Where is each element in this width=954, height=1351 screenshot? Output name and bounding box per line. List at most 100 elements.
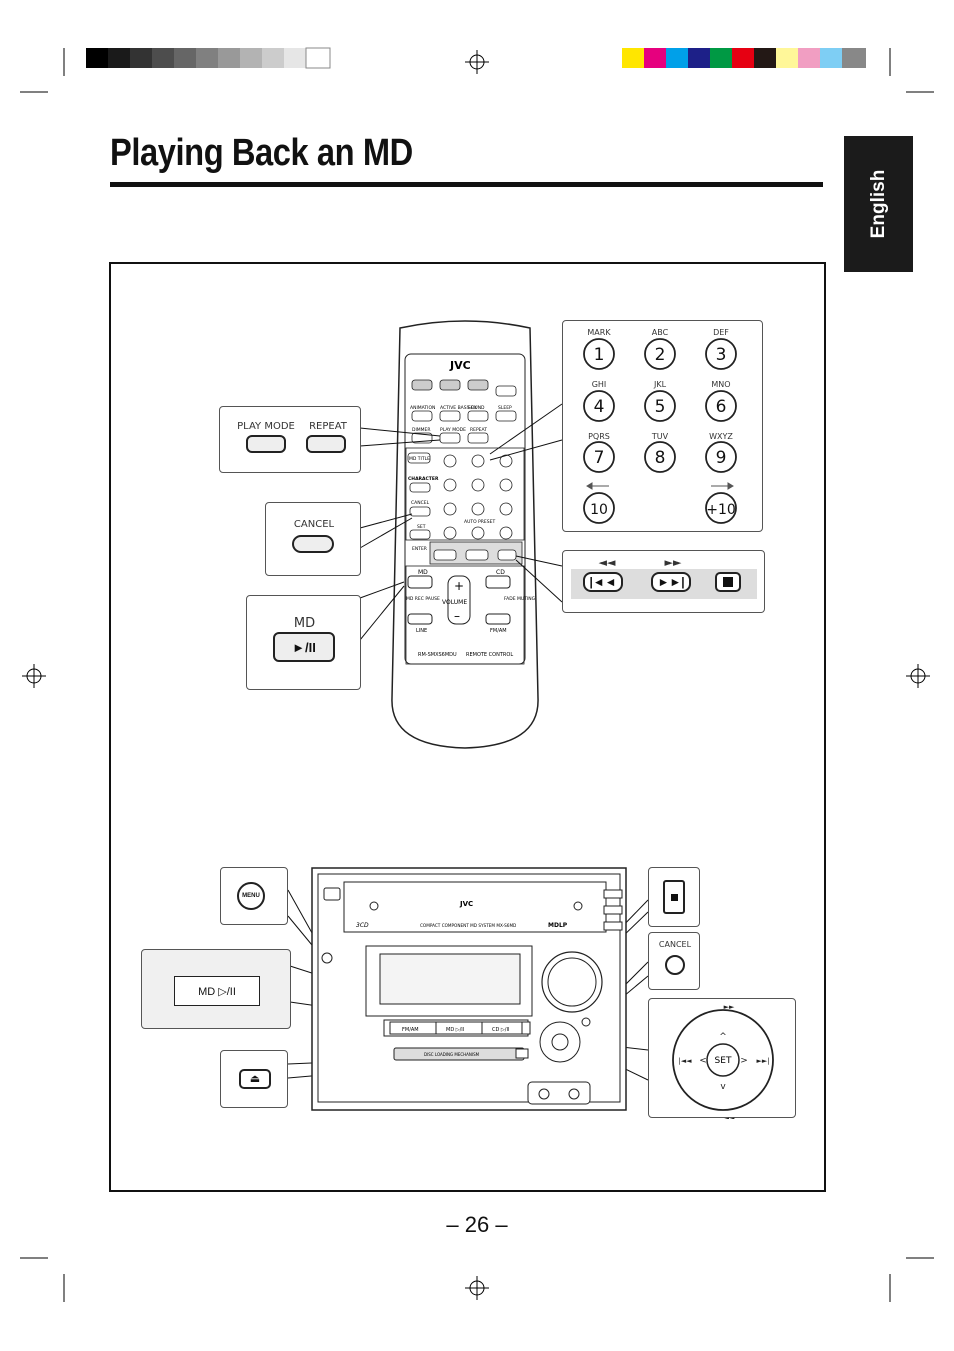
stop-button[interactable] <box>715 572 741 592</box>
skip-forward-button[interactable]: ►►| <box>651 572 691 592</box>
unit-set-button[interactable] <box>551 1033 569 1051</box>
numpad-key-2[interactable] <box>644 338 676 370</box>
remote-animation-button[interactable] <box>411 410 433 422</box>
numpad-callout: MARK ABC DEF GHI JKL MNO PQRS TUV WXYZ 1… <box>562 320 763 532</box>
md-panel-button[interactable]: MD ▷/II <box>174 976 260 1006</box>
numpad-key-6[interactable] <box>705 390 737 422</box>
numpad-key-5[interactable] <box>644 390 676 422</box>
skip-back-button[interactable]: |◄◄ <box>583 572 623 592</box>
stop-icon <box>723 577 733 587</box>
unit-eject-button[interactable] <box>515 1048 529 1059</box>
panel-cancel-button[interactable] <box>665 955 685 975</box>
svg-text:►►|: ►►| <box>756 1057 769 1065</box>
menu-button-label: MENU <box>242 893 260 899</box>
unit-brand: JVC <box>459 900 473 908</box>
svg-text:►►: ►► <box>724 1003 735 1011</box>
remote-key-10[interactable] <box>443 526 457 540</box>
remote-line-button[interactable] <box>407 613 433 625</box>
remote-set-button[interactable] <box>409 529 431 540</box>
unit-cancel-button[interactable] <box>581 1017 591 1027</box>
remote-set-label: SET <box>417 524 426 530</box>
remote-key-9[interactable] <box>499 502 513 516</box>
remote-cancel-button[interactable] <box>409 506 431 517</box>
remote-dimmer-label: DIMMER <box>412 427 431 433</box>
remote-input-button-1[interactable] <box>411 379 433 391</box>
remote-sound-button[interactable] <box>467 410 489 422</box>
remote-input-button-2[interactable] <box>439 379 461 391</box>
md-play-button[interactable]: ►/II <box>273 632 335 662</box>
set-button[interactable] <box>706 1043 740 1077</box>
remote-key-1[interactable] <box>443 454 457 468</box>
numpad-letters-3: DEF <box>713 328 729 337</box>
repeat-button[interactable] <box>306 435 346 453</box>
remote-md-title-label: MD TITLE <box>409 456 430 462</box>
remote-cd-label: CD <box>496 569 505 576</box>
remote-input-button-3[interactable] <box>467 379 489 391</box>
menu-button[interactable]: MENU <box>237 882 265 910</box>
page-number: – 26 – <box>446 1212 508 1237</box>
illustration-frame <box>109 262 826 1192</box>
numpad-key-8[interactable] <box>644 441 676 473</box>
remote-repeat-button[interactable] <box>467 432 489 444</box>
numpad-letters-7: PQRS <box>588 432 610 441</box>
unit-standby-button[interactable] <box>323 887 341 901</box>
remote-key-2[interactable] <box>471 454 485 468</box>
remote-volume-rocker[interactable] <box>447 575 471 625</box>
svg-text:+: + <box>454 579 464 593</box>
remote-play-mode-button[interactable] <box>439 432 461 444</box>
remote-footer: REMOTE CONTROL <box>466 652 513 658</box>
unit-line-in-jack <box>568 1088 580 1100</box>
svg-text:8: 8 <box>655 448 666 468</box>
cancel-label: CANCEL <box>293 519 335 530</box>
numpad-key-3[interactable] <box>705 338 737 370</box>
svg-text:7: 7 <box>594 448 605 468</box>
unit-tray-1-button[interactable] <box>603 889 623 899</box>
play-mode-button[interactable] <box>246 435 286 453</box>
remote-md-play-button[interactable] <box>407 575 433 589</box>
numpad-key-10[interactable] <box>583 492 615 524</box>
remote-character-button[interactable] <box>409 482 431 493</box>
remote-stop-button[interactable] <box>497 549 517 561</box>
remote-active-bass-button[interactable] <box>439 410 461 422</box>
eject-button[interactable]: ⏏ <box>239 1069 271 1089</box>
remote-key-5[interactable] <box>471 478 485 492</box>
unit-system-name: COMPACT COMPONENT MD SYSTEM MX-S6MD <box>420 923 516 928</box>
remote-dimmer-button[interactable] <box>411 432 433 444</box>
unit-tray-2-button[interactable] <box>603 905 623 915</box>
unit-menu-button[interactable] <box>321 952 333 964</box>
unit-stop-button[interactable] <box>521 1021 531 1035</box>
remote-key-4[interactable] <box>443 478 457 492</box>
remote-key-0[interactable] <box>471 526 485 540</box>
remote-forward-button[interactable] <box>465 549 489 561</box>
numpad-key-4[interactable] <box>583 390 615 422</box>
remote-key-3[interactable] <box>499 454 513 468</box>
numpad-key-7[interactable] <box>583 441 615 473</box>
language-tab: English <box>844 136 913 272</box>
panel-stop-button[interactable] <box>663 880 685 914</box>
remote-volume-label: VOLUME <box>442 599 467 606</box>
remote-power-button[interactable] <box>495 385 517 397</box>
remote-key-7[interactable] <box>443 502 457 516</box>
remote-auto-preset-label: AUTO PRESET <box>464 519 495 525</box>
remote-md-title-button[interactable] <box>407 452 431 464</box>
remote-fm-am-button[interactable] <box>485 613 511 625</box>
remote-key-6[interactable] <box>499 478 513 492</box>
remote-rewind-button[interactable] <box>433 549 457 561</box>
remote-md-label: MD <box>418 569 428 576</box>
page-title: Playing Back an MD <box>110 132 413 174</box>
numpad-key-1[interactable] <box>583 338 615 370</box>
remote-key-plus10[interactable] <box>499 526 513 540</box>
remote-key-8[interactable] <box>471 502 485 516</box>
svg-text:9: 9 <box>716 448 727 468</box>
numpad-key-9[interactable] <box>705 441 737 473</box>
unit-tray-3-button[interactable] <box>603 921 623 931</box>
remote-cd-play-button[interactable] <box>485 575 511 589</box>
svg-text:+10: +10 <box>706 502 736 518</box>
numpad-key-plus10[interactable] <box>705 492 737 524</box>
stop-icon <box>670 894 678 901</box>
remote-sleep-button[interactable] <box>495 410 517 422</box>
cancel-button[interactable] <box>292 535 334 553</box>
svg-text:^: ^ <box>719 1032 727 1042</box>
remote-sound-label: SOUND <box>468 405 485 411</box>
